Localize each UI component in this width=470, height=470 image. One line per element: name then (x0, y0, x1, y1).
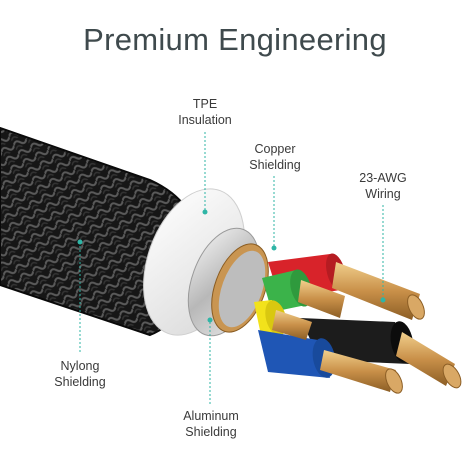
label-aluminum-shielding: Aluminum Shielding (183, 409, 239, 439)
copper-conductor-blue (320, 350, 403, 394)
label-tpe-insulation: TPE Insulation (178, 97, 232, 127)
label-awg-wiring: 23-AWG Wiring (359, 171, 407, 201)
copper-conductor-green (298, 280, 345, 318)
label-nylon-shielding: Nylong Shielding (54, 359, 106, 389)
copper-conductor-yellow (272, 310, 312, 340)
copper-conductor-black (396, 332, 462, 389)
copper-conductor-red (332, 262, 425, 320)
page-title: Premium Engineering (83, 22, 387, 57)
leader-lines (77, 132, 386, 404)
label-copper-shielding: Copper Shielding (249, 142, 301, 172)
copper-shield (211, 243, 269, 333)
